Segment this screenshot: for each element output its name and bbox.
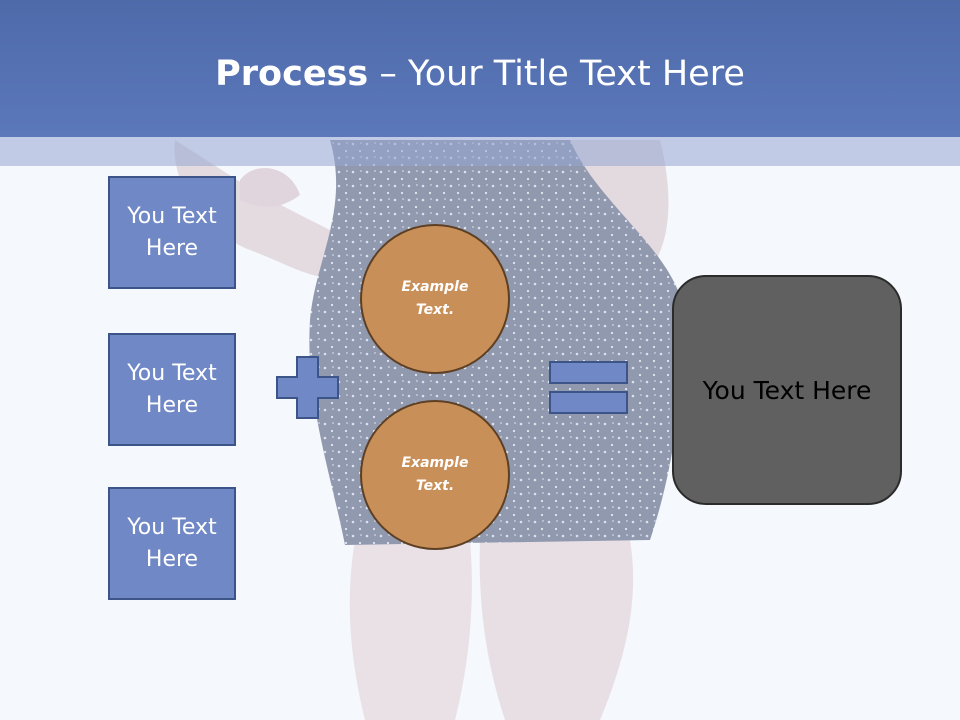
example-circle-2-label: Example Text. (401, 455, 469, 494)
title-band (0, 137, 960, 166)
equals-icon (549, 361, 628, 414)
text-box-3: You Text Here (108, 487, 236, 600)
title-bar (0, 0, 960, 137)
plus-icon (276, 356, 339, 419)
slide-title: Process – Your Title Text Here (0, 48, 960, 100)
result-box: You Text Here (672, 275, 902, 505)
example-circle-1: Example Text. (360, 224, 510, 374)
text-box-2: You Text Here (108, 333, 236, 446)
slide-title-rest: – Your Title Text Here (368, 54, 745, 94)
example-circle-2: Example Text. (360, 400, 510, 550)
example-circle-1-label: Example Text. (401, 279, 469, 318)
text-box-1: You Text Here (108, 176, 236, 289)
slide-title-bold: Process (215, 54, 369, 94)
